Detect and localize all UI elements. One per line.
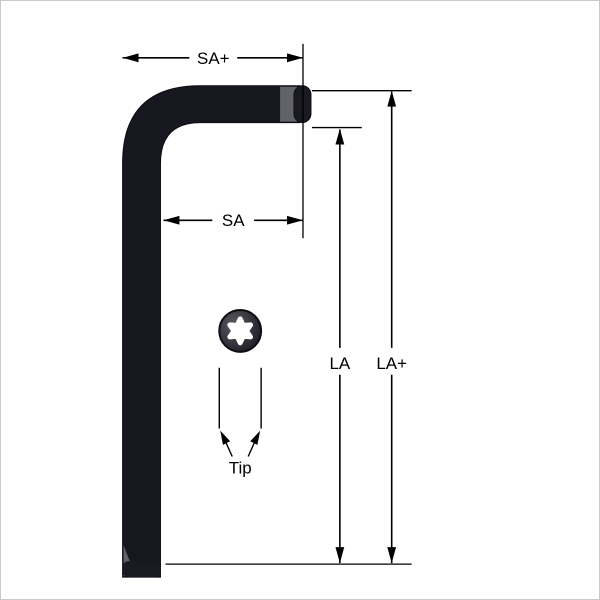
- tip-callout: Tip: [218, 367, 262, 477]
- sa-arrow-right: [287, 215, 303, 225]
- la-plus-arrow-top: [387, 90, 397, 107]
- hex-key-shape: [122, 85, 301, 578]
- sa-dimension: SA: [163, 207, 303, 232]
- hex-key-body: [122, 85, 312, 578]
- sa-plus-arrow-right: [287, 53, 303, 63]
- la-label: LA: [330, 354, 351, 373]
- sa-plus-label: SA+: [197, 49, 230, 68]
- tip-arrowhead-left: [220, 430, 231, 445]
- torx-star-icon: [227, 316, 254, 346]
- sa-label: SA: [222, 211, 245, 230]
- tip-label: Tip: [229, 458, 252, 477]
- sa-plus-dimension: SA+: [122, 44, 303, 69]
- la-dimension: LA: [319, 128, 360, 564]
- la-arrow-bottom: [335, 547, 345, 564]
- la-arrow-top: [335, 128, 345, 145]
- sa-plus-arrow-left: [122, 53, 139, 63]
- sa-arrow-left: [163, 215, 180, 225]
- torx-cross-section: [218, 308, 263, 353]
- long-arm-end-cap: [122, 561, 161, 578]
- la-plus-arrow-bottom: [387, 547, 397, 564]
- sa-label-bg: [212, 207, 255, 232]
- sa-plus-label-bg: [189, 44, 238, 69]
- la-plus-label: LA+: [376, 354, 407, 373]
- tip-arrowhead-right: [250, 430, 261, 445]
- la-plus-dimension: LA+: [367, 90, 416, 564]
- la-label-bg: [319, 347, 360, 375]
- la-plus-label-bg: [367, 347, 416, 375]
